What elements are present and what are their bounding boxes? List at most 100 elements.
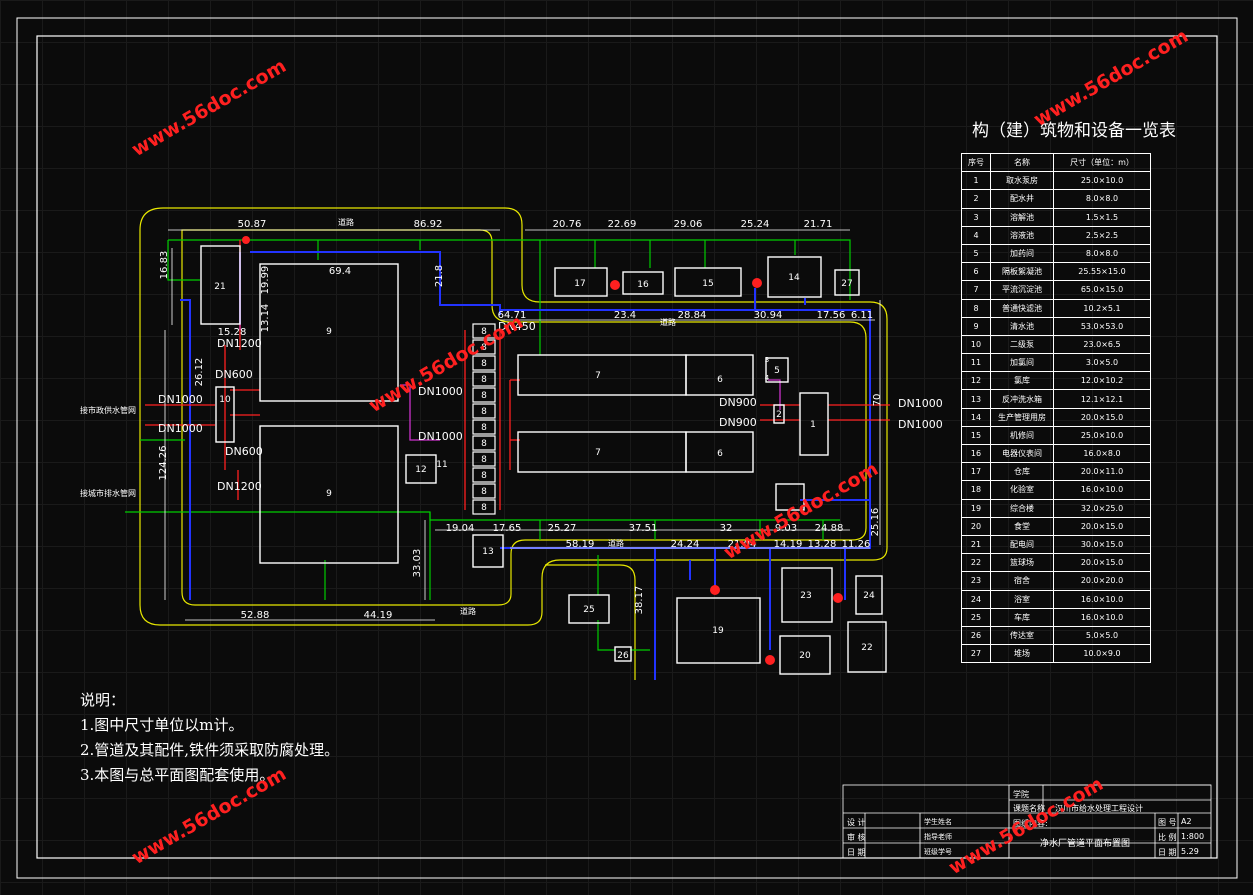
header-cell: 名称 (990, 152, 1054, 173)
row-name: 仓库 (990, 462, 1054, 482)
row-size: 1.5×1.5 (1053, 207, 1151, 227)
row-size: 5.0×5.0 (1053, 625, 1151, 646)
building-label: 15 (702, 279, 713, 289)
building-label: 3 (765, 356, 769, 364)
row-name: 宿舍 (990, 571, 1054, 591)
building-label: 8 (481, 359, 487, 369)
note-item: 3.本图与总平面图配套使用。 (80, 766, 275, 784)
row-size: 16.0×8.0 (1053, 443, 1151, 464)
header-cell: 序号 (961, 152, 991, 173)
building-label: 8 (481, 439, 487, 449)
building-label: 8 (481, 471, 487, 481)
building-22 (847, 621, 887, 673)
row-name: 食堂 (990, 516, 1054, 536)
dim: 23.4 (614, 310, 636, 321)
building-label: 8 (481, 455, 487, 465)
row-number: 18 (961, 480, 991, 500)
dim: 37.51 (629, 523, 658, 534)
row-size: 12.1×12.1 (1053, 389, 1151, 409)
building-label: 8 (481, 391, 487, 401)
buildings (200, 245, 887, 675)
row-number: 4 (961, 225, 991, 245)
row-name: 配电间 (990, 534, 1054, 555)
building-label: 9 (326, 327, 332, 337)
tb-date2-label: 日 期 (1158, 848, 1177, 857)
dim: 86.92 (414, 219, 443, 230)
row-number: 16 (961, 443, 991, 464)
row-size: 12.0×10.2 (1053, 371, 1151, 391)
building-label: 2 (776, 410, 782, 420)
row-number: 7 (961, 280, 991, 300)
building-label: 26 (617, 651, 629, 661)
row-number: 6 (961, 262, 991, 282)
row-name: 堆场 (990, 644, 1054, 664)
row-number: 3 (961, 207, 991, 227)
building-label: 24 (863, 591, 875, 601)
dim: 30.94 (754, 310, 783, 321)
tb-sheet-label: 图 号 (1158, 818, 1177, 827)
building-label: 8 (481, 375, 487, 385)
road-label: 道路 (460, 606, 476, 616)
building-label: 16 (637, 280, 649, 290)
dim: 21.71 (804, 219, 833, 230)
row-size: 10.2×5.1 (1053, 298, 1151, 318)
row-number: 19 (961, 498, 991, 518)
pipe-labels: DN1000 DN1000 DN1200 DN600 DN600 DN1200 … (158, 320, 943, 493)
row-number: 2 (961, 189, 991, 209)
row-name: 平流沉淀池 (990, 280, 1054, 300)
dim: 16.83 (159, 251, 170, 280)
building-label: 8 (481, 503, 487, 513)
row-size: 65.0×15.0 (1053, 280, 1151, 300)
row-number: 11 (961, 353, 991, 373)
row-name: 溶解池 (990, 207, 1054, 227)
row-number: 17 (961, 462, 991, 482)
building-label: 7 (595, 371, 601, 381)
dim: 26.12 (194, 358, 205, 387)
row-size: 10.0×9.0 (1053, 644, 1151, 664)
notes-title: 说明： (80, 691, 126, 709)
building-label: 14 (788, 273, 800, 283)
tb-sheet-value: A2 (1181, 817, 1192, 826)
dim: 9.03 (775, 523, 797, 534)
building-label: 6 (717, 375, 723, 385)
connection-labels: 接市政供水管网 接城市排水管网 道路 道路 道路 道路 (80, 217, 676, 616)
drain-pipes (180, 251, 871, 680)
dim: 28.84 (678, 310, 707, 321)
tb-project-value: 汉川市给水处理工程设计 (1055, 804, 1143, 813)
row-number: 23 (961, 571, 991, 591)
row-size: 16.0×10.0 (1053, 480, 1151, 500)
building-small (775, 483, 805, 511)
dn-label: DN1000 (418, 430, 463, 443)
row-size: 20.0×15.0 (1053, 516, 1151, 536)
dim: 11.26 (842, 539, 871, 550)
row-number: 14 (961, 407, 991, 427)
building-label: 25 (583, 605, 594, 615)
dim: 19.99 (260, 266, 271, 295)
building-label: 8 (481, 423, 487, 433)
dn-label: DN1000 (898, 418, 943, 431)
note-item: 2.管道及其配件,铁件须采取防腐处理。 (80, 741, 340, 759)
building-5 (765, 357, 789, 383)
row-size: 25.0×10.0 (1053, 171, 1151, 191)
dim: 25.27 (548, 523, 577, 534)
dn-label: DN900 (719, 396, 757, 409)
building-label: 12 (415, 465, 426, 475)
outlet-label: 接城市排水管网 (80, 488, 136, 498)
row-name: 篮球场 (990, 553, 1054, 573)
building-23 (781, 567, 833, 623)
row-number: 8 (961, 298, 991, 318)
row-name: 加氯间 (990, 353, 1054, 373)
building-21 (200, 245, 241, 325)
tb-scale-value: 1:800 (1181, 832, 1205, 841)
